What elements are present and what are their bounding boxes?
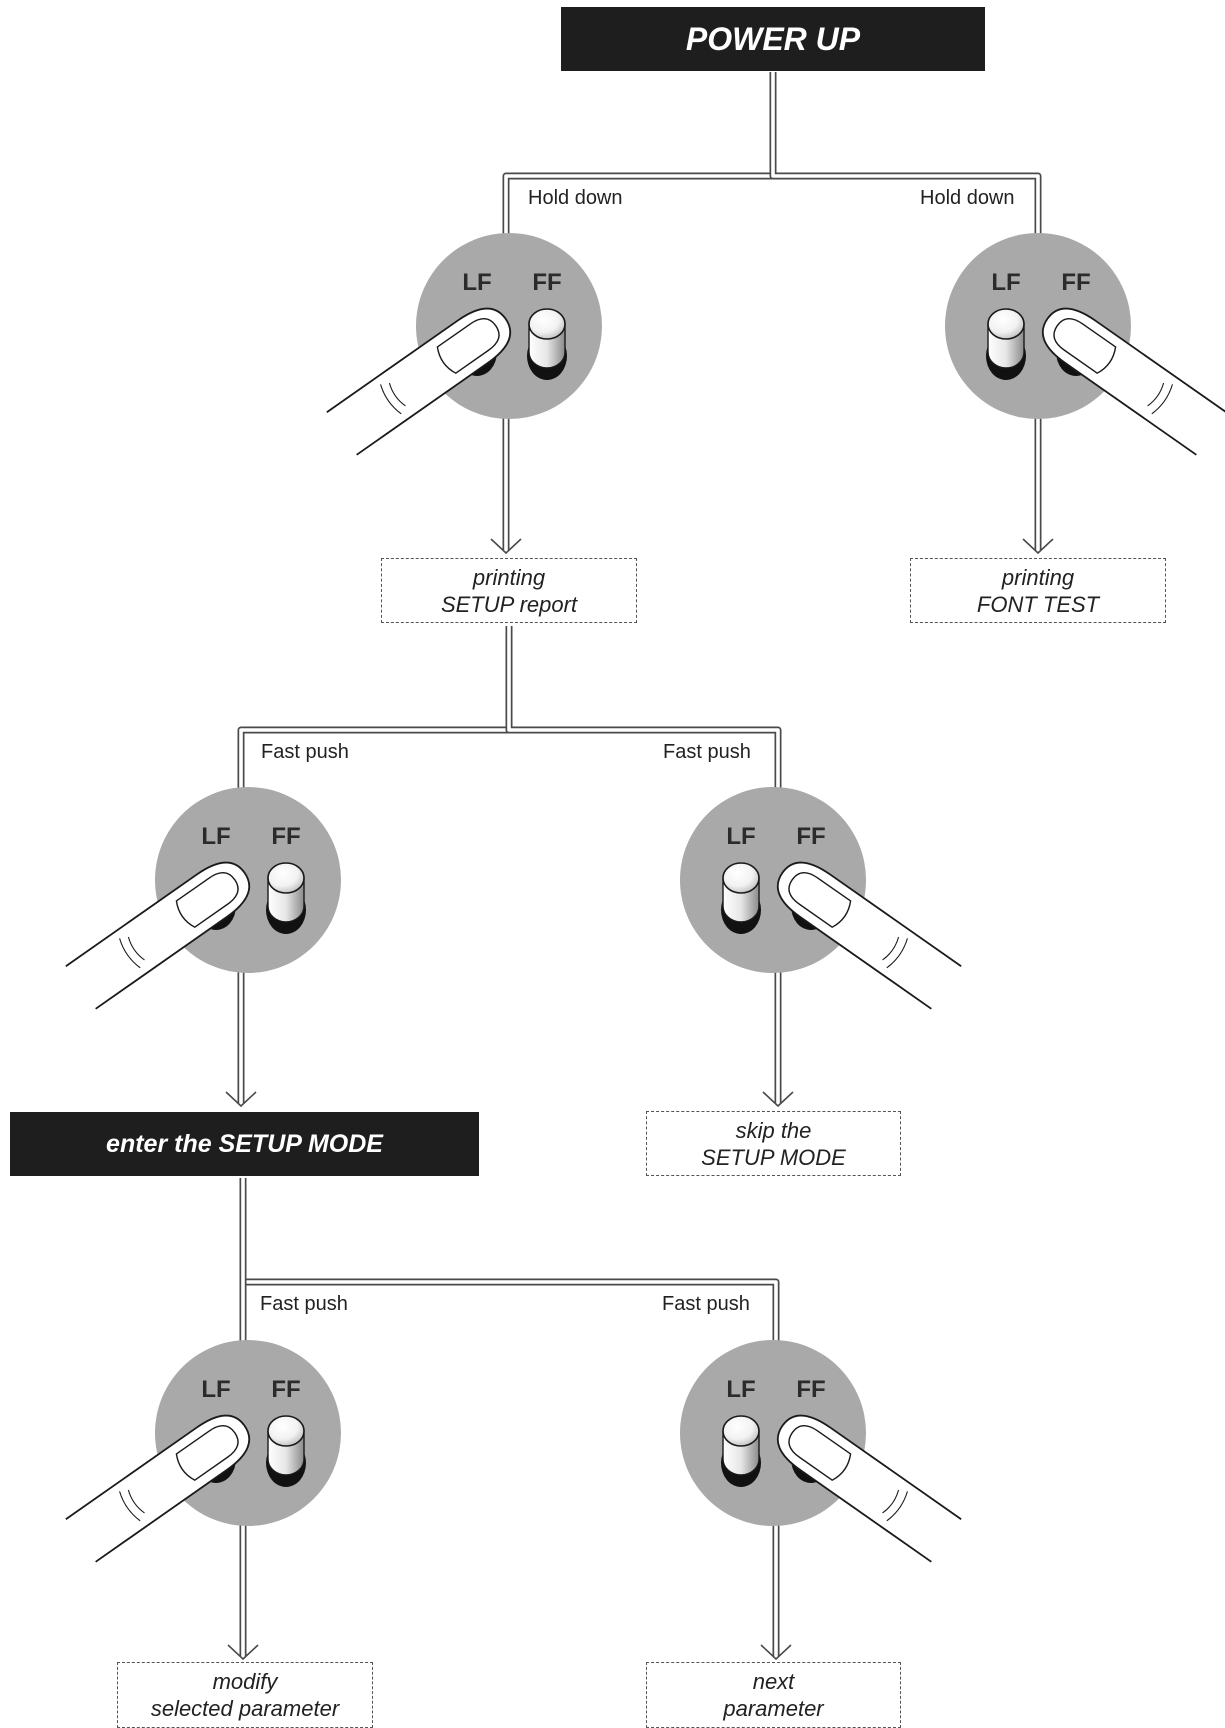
- next-parameter-box: next parameter: [646, 1662, 901, 1728]
- button-panel-setup-fast-lf: LF FF: [66, 1340, 341, 1562]
- power-up-label: POWER UP: [686, 21, 860, 58]
- modify-parameter-box: modify selected parameter: [117, 1662, 373, 1728]
- lf-button-label: LF: [462, 269, 491, 296]
- ff-button-label: FF: [532, 269, 561, 296]
- ff-button-label: FF: [1061, 269, 1090, 296]
- lf-button-label: LF: [991, 269, 1020, 296]
- ff-button-label: FF: [271, 823, 300, 850]
- button-panel-holddown-ff: LF FF: [945, 233, 1225, 455]
- edge-label-hold-down-right: Hold down: [920, 187, 1015, 210]
- lf-button-label: LF: [201, 1376, 230, 1403]
- lf-button: [986, 309, 1026, 380]
- font-test-box: printing FONT TEST: [910, 558, 1166, 623]
- lf-button: [721, 863, 761, 934]
- next-parameter-line1: next: [753, 1668, 795, 1695]
- pipe-report-to-right: [509, 626, 778, 804]
- pipe-report-to-left: [241, 626, 509, 804]
- pipe-setup-to-right: [243, 1178, 776, 1357]
- edge-label-fast-push-4: Fast push: [662, 1293, 750, 1316]
- edge-label-fast-push-1: Fast push: [261, 741, 349, 764]
- ff-button-label: FF: [796, 823, 825, 850]
- edge-label-fast-push-2: Fast push: [663, 741, 751, 764]
- ff-button: [266, 863, 306, 934]
- button-panel-report-fast-lf: LF FF: [66, 787, 341, 1009]
- connector-lines: [226, 72, 1053, 1659]
- enter-setup-mode-label: enter the SETUP MODE: [106, 1130, 383, 1159]
- lf-button: [721, 1416, 761, 1487]
- button-panel-setup-fast-ff: LF FF: [680, 1340, 961, 1562]
- setup-report-line1: printing: [473, 564, 545, 591]
- font-test-line2: FONT TEST: [977, 591, 1099, 618]
- button-panel-report-fast-ff: LF FF: [680, 787, 961, 1009]
- button-panel-holddown-lf: LF FF: [327, 233, 602, 455]
- pipe-powerup-to-right: [773, 72, 1038, 252]
- enter-setup-mode-box: enter the SETUP MODE: [10, 1112, 479, 1176]
- button-panels: LF FF LF FF LF FF LF FF LF FF LF FF: [66, 233, 1225, 1562]
- font-test-line1: printing: [1002, 564, 1074, 591]
- pipe-powerup-to-left: [506, 72, 773, 252]
- lf-button-label: LF: [726, 823, 755, 850]
- ff-button-label: FF: [271, 1376, 300, 1403]
- ff-button: [527, 309, 567, 380]
- power-up-box: POWER UP: [561, 7, 985, 71]
- skip-setup-mode-box: skip the SETUP MODE: [646, 1111, 901, 1176]
- skip-setup-mode-line1: skip the: [736, 1117, 812, 1144]
- setup-report-line2: SETUP report: [441, 591, 577, 618]
- modify-parameter-line1: modify: [213, 1668, 278, 1695]
- ff-button: [266, 1416, 306, 1487]
- setup-report-box: printing SETUP report: [381, 558, 637, 623]
- modify-parameter-line2: selected parameter: [151, 1695, 339, 1722]
- lf-button-label: LF: [726, 1376, 755, 1403]
- lf-button-label: LF: [201, 823, 230, 850]
- edge-label-hold-down-left: Hold down: [528, 187, 623, 210]
- skip-setup-mode-line2: SETUP MODE: [701, 1144, 846, 1171]
- next-parameter-line2: parameter: [723, 1695, 823, 1722]
- edge-label-fast-push-3: Fast push: [260, 1293, 348, 1316]
- ff-button-label: FF: [796, 1376, 825, 1403]
